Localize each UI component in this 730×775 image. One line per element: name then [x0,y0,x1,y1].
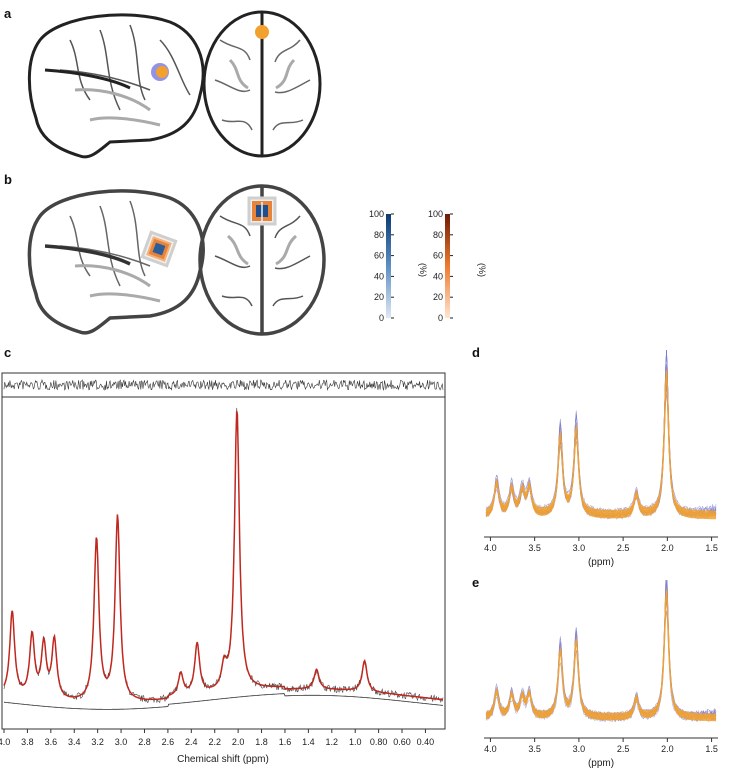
x-tick-label: 1.2 [326,737,339,747]
x-axis-ticks-d: 4.0 3.5 3.0 2.5 2.0 1.5 [484,537,718,553]
fit-line [3,410,444,701]
colorbar-orange: 100 80 60 40 20 0 (%) [428,209,487,323]
individual-trace [485,350,717,513]
individual-trace [485,610,717,723]
x-tick-label: 3.0 [573,543,586,553]
mean-band [486,586,716,722]
fit-trace-c [3,410,444,701]
spectrum-chart-d: 4.0 3.5 3.0 2.5 2.0 1.5 (ppm) [484,350,718,568]
colorbar-orange-ticks: 100 80 60 40 20 0 [428,209,453,323]
sagittal-shadow-sulci-a [74,88,161,127]
x-tick-label: 2.4 [185,737,198,747]
colorbar-blue-unit: (%) [418,263,428,277]
panel-label-d: d [472,345,480,360]
colorbar-blue-tick-label: 40 [374,271,384,281]
x-tick-label: 3.5 [528,744,541,754]
voxel-overlay-orange-a [156,66,168,78]
x-tick-label: 2.6 [162,737,175,747]
voxel-overlay-orange-axial-a [255,25,269,39]
colorbar-blue-gradient [386,214,391,318]
x-tick-label: 4.0 [484,543,497,553]
mean-trace [485,370,716,516]
x-axis-ticks-c: 4.0 3.8 3.6 3.4 3.2 3.0 2.8 2.6 2.4 2.2 2.0 1.8 1.6 1… [0,729,434,747]
mean-trace [485,590,716,719]
baseline-line [3,693,444,710]
panel-label-c: c [4,345,12,360]
x-tick-label: 3.2 [91,737,104,747]
sagittal-shadow-sulci-b [74,264,161,303]
residual-trace-c [3,378,444,392]
colorbar-orange-tick-label: 100 [428,209,443,219]
colorbar-orange-tick-label: 40 [433,271,443,281]
sylvian-fissure-a [44,68,131,90]
colorbar-orange-unit: (%) [477,263,487,277]
sagittal-sulci-b [59,200,151,287]
x-axis-label-d: (ppm) [588,557,614,568]
colorbar-orange-gradient [445,214,450,318]
x-tick-label: 1.4 [302,737,315,747]
panel-a-brain-views [27,10,322,159]
colorbar-blue-tick-label: 0 [379,313,384,323]
overlay-traces-e [485,580,717,723]
x-tick-label: 2.5 [617,543,630,553]
x-tick-label: 3.8 [21,737,34,747]
colorbar-orange-tick-label: 80 [433,230,443,240]
individual-trace [485,580,717,717]
x-tick-label: 3.0 [573,744,586,754]
x-tick-label: 3.4 [68,737,81,747]
residual-box-c [1,372,446,398]
colorbar-blue-tick-label: 20 [374,292,384,302]
axial-sulci-a [214,39,311,131]
x-axis-ticks-e: 4.0 3.5 3.0 2.5 2.0 1.5 [484,738,718,754]
x-axis-label-e: (ppm) [588,758,614,769]
plot-frame-c [1,396,446,730]
axial-shadow-sulci-a [228,58,296,90]
x-tick-label: 2.0 [232,737,245,747]
colorbar-blue-ticks: 100 80 60 40 20 0 [369,209,394,323]
x-tick-label: 0.80 [370,737,388,747]
x-tick-label: 1.0 [349,737,362,747]
x-tick-label: 2.0 [661,543,674,553]
x-tick-label: 4.0 [0,737,10,747]
x-tick-label: 3.6 [45,737,58,747]
residual-line [3,378,444,392]
x-tick-label: 4.0 [484,744,497,754]
colorbar-orange-tick-label: 0 [438,313,443,323]
panel-b-brain-views: 100 80 60 40 20 0 (%) 100 80 60 40 20 0 (%) [27,184,487,336]
colorbar-blue-tick-label: 60 [374,251,384,261]
spectrum-chart-e: 4.0 3.5 3.0 2.5 2.0 1.5 (ppm) [484,580,718,769]
sagittal-brain-outline-a [27,13,205,159]
colorbar-blue: 100 80 60 40 20 0 (%) [369,209,428,323]
voxel-map-inner-b [152,242,166,256]
axial-shadow-sulci-b [226,234,298,266]
colorbar-orange-tick-label: 60 [433,251,443,261]
x-tick-label: 3.5 [528,543,541,553]
x-tick-label: 0.40 [417,737,435,747]
x-tick-label: 1.6 [279,737,292,747]
baseline-trace-c [3,693,444,710]
x-tick-label: 2.5 [617,744,630,754]
overlay-traces-d [485,350,717,520]
sagittal-sulci-a [59,24,191,111]
x-tick-label: 0.60 [393,737,411,747]
panel-label-b: b [4,172,12,187]
axial-sulci-b [214,215,311,307]
x-tick-label: 3.0 [115,737,128,747]
panel-label-a: a [4,6,12,21]
panel-label-e: e [472,575,480,590]
spectrum-chart-c: 4.0 3.8 3.6 3.4 3.2 3.0 2.8 2.6 2.4 2.2 2.0 1.8 1.6 1… [0,372,446,765]
x-axis-label-c: Chemical shift (ppm) [177,754,269,765]
x-tick-label: 2.0 [661,744,674,754]
colorbar-orange-tick-label: 20 [433,292,443,302]
colorbar-blue-tick-label: 100 [369,209,384,219]
x-tick-label: 2.8 [138,737,151,747]
x-tick-label: 1.8 [255,737,268,747]
sylvian-fissure-b [44,244,131,266]
x-tick-label: 1.5 [705,543,718,553]
sagittal-brain-outline-b [27,189,205,335]
x-tick-label: 2.2 [208,737,221,747]
x-tick-label: 1.5 [705,744,718,754]
colorbar-blue-tick-label: 80 [374,230,384,240]
